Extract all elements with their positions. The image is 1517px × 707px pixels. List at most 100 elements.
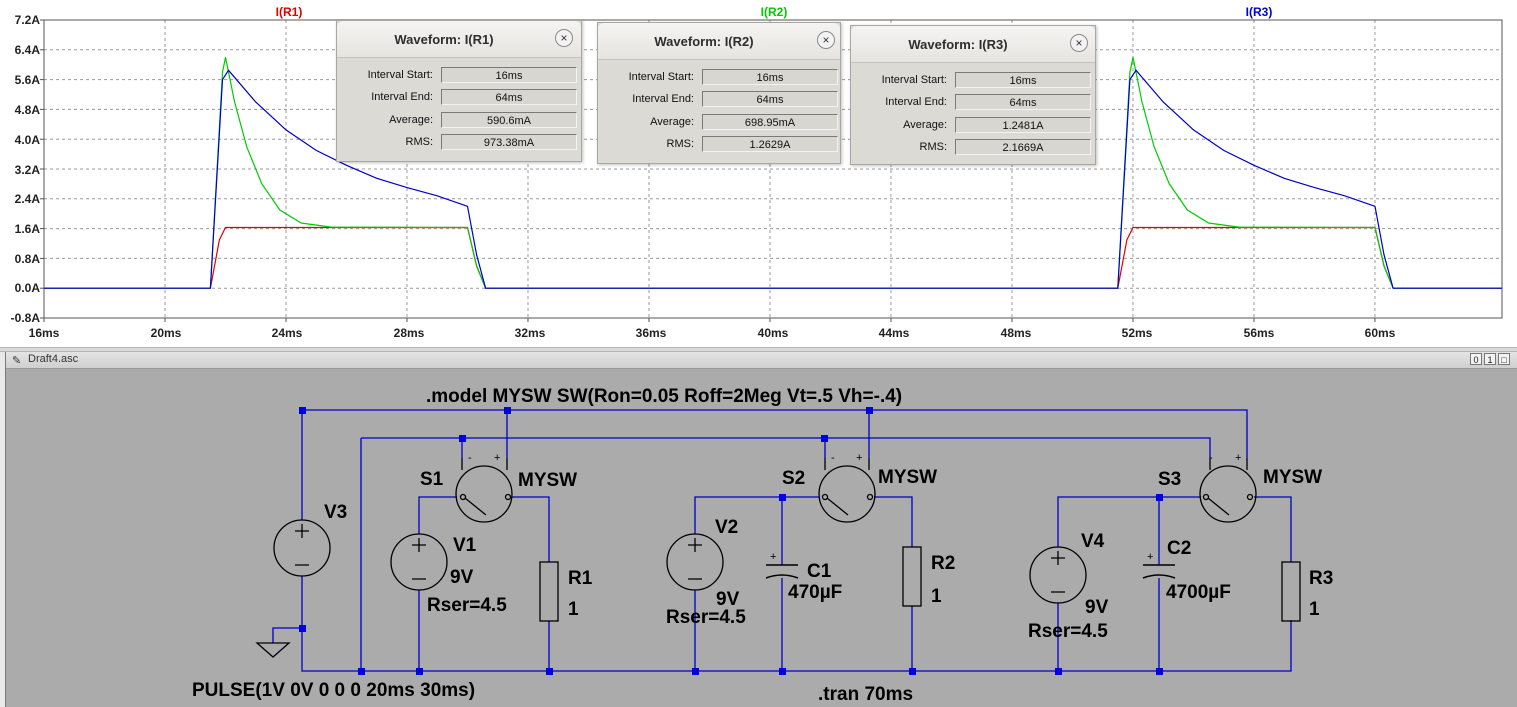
voltage-source-v3[interactable] [273,519,331,577]
label-c2-value[interactable]: 4700µF [1166,582,1231,603]
waveform-dialog-ir1[interactable]: Waveform: I(R1) × Interval Start: 16ms I… [336,20,582,162]
minimize-button[interactable]: 0 [1470,353,1482,365]
average-label: Average: [389,114,433,126]
pane-splitter[interactable] [0,347,1517,352]
trace-title-ir3[interactable]: I(R3) [1246,5,1273,19]
source-circle[interactable] [1029,546,1087,604]
tran-directive[interactable]: .tran 70ms [818,684,913,705]
switch-s3[interactable] [1199,458,1257,523]
label-r1[interactable]: R1 [568,568,593,589]
model-directive[interactable]: .model MYSW SW(Ron=0.05 Roff=2Meg Vt=.5 … [426,386,902,407]
rms-field[interactable]: 1.2629A [702,136,838,152]
close-icon[interactable]: × [555,29,573,47]
waveform-dialog-ir2[interactable]: Waveform: I(R2) × Interval Start: 16ms I… [597,22,841,164]
trace-lines[interactable] [44,57,1502,289]
wire[interactable] [272,576,303,643]
label-s1-model[interactable]: MYSW [518,470,577,491]
switch-s2[interactable] [818,458,876,523]
label-c2[interactable]: C2 [1167,538,1191,559]
wire[interactable] [301,620,1292,672]
average-field[interactable]: 1.2481A [955,117,1091,133]
close-icon[interactable]: × [817,31,835,49]
label-v4[interactable]: V4 [1081,531,1105,552]
label-v2-rser[interactable]: Rser=4.5 [666,607,746,628]
wire[interactable] [512,496,550,562]
label-s3-model[interactable]: MYSW [1263,467,1322,488]
rms-label: RMS: [666,138,695,150]
schematic-titlebar[interactable]: ✎ Draft4.asc 0 1 □ [6,352,1517,369]
label-s1[interactable]: S1 [420,469,444,490]
switch-circle[interactable] [455,465,513,523]
waveform-dialog-ir3[interactable]: Waveform: I(R3) × Interval Start: 16ms I… [850,25,1096,165]
interval-end-field[interactable]: 64ms [702,91,838,107]
label-v1-rser[interactable]: Rser=4.5 [427,595,507,616]
rms-row: RMS: 1.2629A [598,136,842,154]
ground-icon[interactable] [255,642,291,658]
trace-ir1[interactable] [44,226,1502,289]
rms-field[interactable]: 973.38mA [441,134,577,150]
wire[interactable] [874,496,913,547]
label-v4-value[interactable]: 9V [1085,597,1109,618]
switch-circle[interactable] [1199,465,1257,523]
source-circle[interactable] [390,533,448,591]
label-v2[interactable]: V2 [715,517,738,538]
voltage-source-v4[interactable] [1029,546,1087,604]
label-c1-value[interactable]: 470µF [788,582,842,603]
maximize-button[interactable]: □ [1498,353,1510,365]
label-s3[interactable]: S3 [1158,469,1181,490]
wire[interactable] [694,496,819,534]
label-r1-value[interactable]: 1 [568,599,579,620]
x-tick-label: 40ms [758,326,789,340]
capacitor-c1[interactable] [765,564,799,579]
voltage-source-v1[interactable] [390,533,448,591]
label-v3[interactable]: V3 [324,502,347,523]
wires[interactable] [272,409,1292,672]
label-r2-value[interactable]: 1 [931,586,942,607]
label-v4-rser[interactable]: Rser=4.5 [1028,621,1108,642]
source-circle[interactable] [273,519,331,577]
label-s2-model[interactable]: MYSW [878,467,937,488]
switch-circle[interactable] [818,465,876,523]
interval-start-field[interactable]: 16ms [955,72,1091,88]
source-circle[interactable] [666,533,724,591]
resistor-r3[interactable] [1281,561,1301,622]
restore-button[interactable]: 1 [1484,353,1496,365]
capacitor-c2[interactable] [1142,564,1176,579]
interval-end-field[interactable]: 64ms [955,94,1091,110]
wire[interactable] [361,437,1211,458]
interval-end-field[interactable]: 64ms [441,89,577,105]
label-s2[interactable]: S2 [782,468,805,489]
dialog-header[interactable]: Waveform: I(R2) × [598,23,840,60]
label-r3[interactable]: R3 [1309,568,1333,589]
wire[interactable] [1254,496,1292,562]
wire[interactable] [302,409,1248,458]
trace-ir3[interactable] [44,69,1502,289]
rms-field[interactable]: 2.1669A [955,139,1091,155]
label-v1[interactable]: V1 [453,535,477,556]
switch-contact-icon [459,493,467,501]
trace-title-ir1[interactable]: I(R1) [276,5,303,19]
interval-start-field[interactable]: 16ms [702,69,838,85]
schematic-canvas[interactable]: - + - + - + + + .model MYSW SW(Ron=0.05 … [6,369,1517,707]
dialog-header[interactable]: Waveform: I(R1) × [337,21,581,58]
waveform-plot-pane[interactable]: I(R1) I(R2) I(R3) 7.2A 6.4A 5.6A 4.8A 4.… [0,0,1517,347]
resistor-r1[interactable] [539,561,559,622]
label-v1-value[interactable]: 9V [450,567,474,588]
voltage-source-v2[interactable] [666,533,724,591]
dialog-header[interactable]: Waveform: I(R3) × [851,26,1095,63]
label-v2-value[interactable]: 9V [716,589,740,610]
wire[interactable] [418,496,457,534]
average-field[interactable]: 590.6mA [441,112,577,128]
schematic-window[interactable]: ✎ Draft4.asc 0 1 □ [5,352,1517,707]
label-r2[interactable]: R2 [931,553,955,574]
label-c1[interactable]: C1 [807,561,832,582]
average-field[interactable]: 698.95mA [702,114,838,130]
resistor-r2[interactable] [902,546,922,607]
label-r3-value[interactable]: 1 [1309,599,1320,620]
switch-s1[interactable] [455,458,513,523]
interval-start-field[interactable]: 16ms [441,67,577,83]
pulse-directive[interactable]: PULSE(1V 0V 0 0 0 20ms 30ms) [192,680,475,701]
trace-title-ir2[interactable]: I(R2) [761,5,788,19]
close-icon[interactable]: × [1070,34,1088,52]
wire[interactable] [1057,496,1201,547]
